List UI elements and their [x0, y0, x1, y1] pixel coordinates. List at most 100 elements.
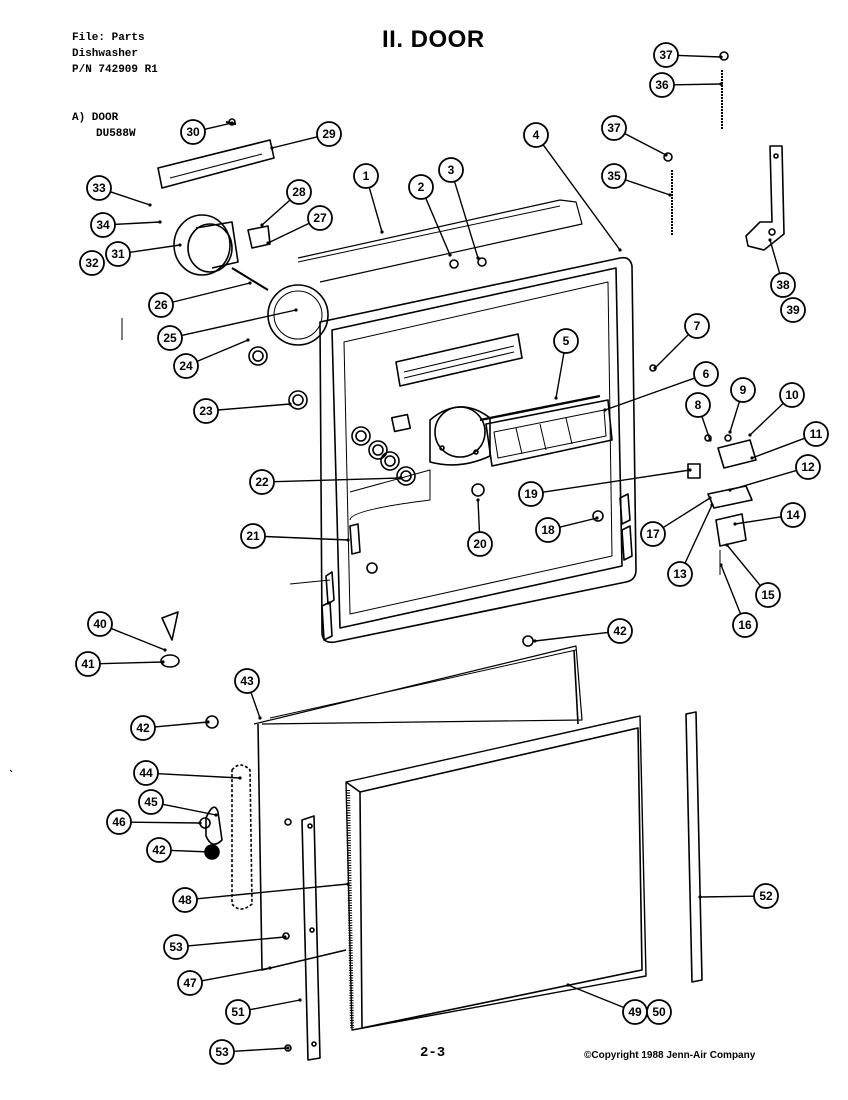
callout-c45: 45: [138, 789, 218, 817]
callout-arrow-tip: [346, 538, 350, 542]
callout-number: 4: [533, 128, 540, 142]
part-number-label: P/N 742909 R1: [72, 64, 158, 76]
callout-c53b: 53: [209, 1039, 290, 1065]
door-latch-assembly: [687, 434, 757, 575]
callout-number: 25: [163, 331, 177, 345]
callout-arrow-tip: [719, 563, 723, 567]
callout-circle: [755, 582, 781, 608]
callout-c26: 26: [148, 281, 252, 318]
callout-number: 28: [292, 185, 306, 199]
inner-door-panel: [297, 199, 637, 644]
callout-number: 19: [524, 487, 538, 501]
callout-number: 42: [152, 843, 166, 857]
callout-c9: 9: [728, 377, 756, 434]
callout-arrow-tip: [566, 983, 570, 987]
callout-circle: [518, 481, 544, 507]
callout-leader-line: [273, 477, 401, 483]
callout-c15: 15: [725, 543, 781, 608]
callout-c33: 33: [86, 175, 152, 207]
callout-leader-line: [684, 504, 713, 564]
callout-circle: [653, 42, 679, 68]
callout-number: 44: [139, 766, 153, 780]
callout-leader-line: [729, 401, 741, 433]
file-label: File: Parts: [72, 32, 145, 44]
callout-c8: 8: [685, 392, 712, 442]
callout-leader-line: [154, 721, 209, 728]
callout-arrow-tip: [258, 716, 262, 720]
callout-arrow-tip: [710, 503, 714, 507]
callout-leader-line: [187, 936, 286, 947]
callout-number: 3: [448, 163, 455, 177]
callout-leader-line: [769, 239, 781, 274]
callout-number: 15: [761, 588, 775, 602]
callout-leader-line: [157, 772, 241, 779]
callout-c29: 29: [270, 121, 342, 150]
callout-leader-line: [110, 627, 166, 651]
callout-circle: [79, 250, 105, 276]
callout-circle: [249, 469, 275, 495]
callout-leader-line: [267, 222, 310, 244]
callout-arrow-tip: [380, 230, 384, 234]
callout-arrow-tip: [768, 238, 772, 242]
callout-c24: 24: [173, 338, 250, 379]
callout-arrow-tip: [698, 895, 702, 899]
callout-c7: 7: [653, 313, 710, 370]
callout-c4: 4: [523, 122, 622, 252]
callout-circle: [163, 934, 189, 960]
callout-circle: [438, 157, 464, 183]
callout-number: 43: [240, 674, 254, 688]
callout-leader-line: [477, 499, 481, 533]
callout-arrow-tip: [206, 720, 210, 724]
callout-arrow-tip: [728, 488, 732, 492]
callout-arrow-tip: [398, 476, 402, 480]
callout-number: 51: [231, 1005, 245, 1019]
callout-leader-line: [196, 339, 249, 363]
callout-number: 12: [801, 460, 815, 474]
callout-circle: [770, 272, 796, 298]
callout-number: 14: [786, 508, 800, 522]
callout-arrow-tip: [268, 966, 272, 970]
callout-arrow-tip: [733, 522, 737, 526]
callout-circle: [780, 502, 806, 528]
callout-arrow-tip: [719, 82, 723, 86]
callout-c52: 52: [698, 883, 779, 909]
callout-c11: 11: [750, 421, 829, 460]
callout-circle: [234, 668, 260, 694]
callout-c22: 22: [249, 469, 402, 495]
callout-c34: 34: [90, 212, 162, 238]
callout-leader-line: [261, 199, 291, 226]
callout-circle: [601, 115, 627, 141]
callout-leader-line: [204, 122, 233, 130]
callout-leader-line: [264, 535, 349, 541]
callout-arrow-tip: [283, 935, 287, 939]
callout-circle: [646, 999, 672, 1025]
callout-arrow-tip: [476, 498, 480, 502]
callout-c28: 28: [260, 179, 312, 227]
callout-leader-line: [542, 469, 691, 493]
callout-number: 24: [179, 359, 193, 373]
callout-arrow-tip: [448, 253, 452, 257]
callout-leader-line: [567, 984, 625, 1009]
callout-number: 45: [144, 795, 158, 809]
callout-circle: [730, 377, 756, 403]
callout-c27: 27: [266, 205, 333, 245]
callout-number: 30: [186, 125, 200, 139]
callout-arrow-tip: [260, 223, 264, 227]
callout-c14: 14: [733, 502, 806, 528]
callout-arrow-tip: [270, 146, 274, 150]
callout-c50: 50: [646, 999, 672, 1025]
callout-number: 1: [363, 169, 370, 183]
page-title: II. DOOR: [382, 26, 485, 53]
callout-circle: [172, 887, 198, 913]
callout-c53a: 53: [163, 934, 287, 960]
callout-arrow-tip: [708, 496, 712, 500]
outer-door-panel: [199, 635, 703, 1061]
callout-leader-line: [114, 221, 161, 226]
callout-leader-line: [129, 244, 181, 253]
callout-c40: 40: [87, 611, 167, 652]
callout-circle: [523, 122, 549, 148]
callout-circle: [193, 398, 219, 424]
callout-arrow-tip: [618, 248, 622, 252]
callout-leader-line: [181, 309, 297, 337]
callout-c18: 18: [535, 516, 599, 543]
